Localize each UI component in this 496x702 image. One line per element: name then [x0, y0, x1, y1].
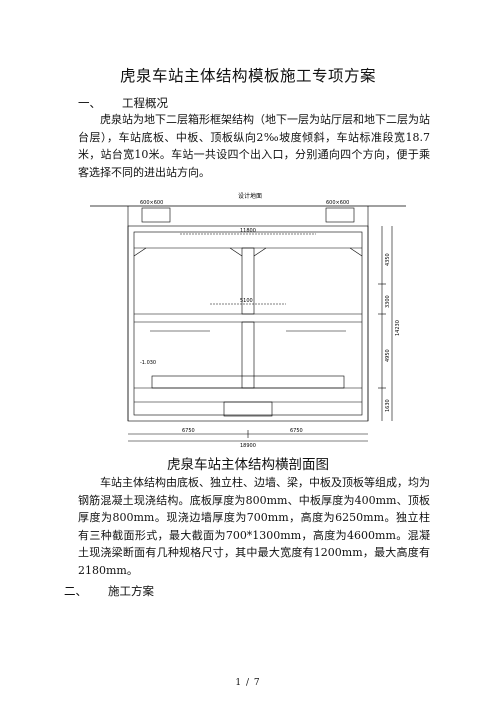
structure-paragraph-text: 车站主体结构由底板、独立柱、边墙、梁，中板及顶板等组成，均为钢筋混凝土现浇结构。…	[78, 476, 430, 577]
section-1-paragraph-text: 虎泉站为地下二层箱形框架结构（地下一层为站厅层和地下二层为站台层），车站底板、中…	[78, 113, 430, 179]
dim-slab-mid: 5100	[240, 298, 253, 304]
document-title: 虎泉车站主体结构模板施工专项方案	[119, 67, 376, 85]
dim-right-4: 1630	[385, 399, 391, 412]
dim-top-right: 600×600	[326, 200, 349, 206]
section-2-title: 施工方案	[108, 584, 154, 598]
section-1-number: 一、	[78, 96, 101, 110]
section-1-paragraph: 虎泉站为地下二层箱形框架结构（地下一层为站厅层和地下二层为站台层），车站底板、中…	[78, 111, 430, 181]
dim-right-1: 4350	[385, 253, 391, 266]
section-1-title: 工程概况	[122, 96, 168, 110]
dim-bottom-right: 6750	[290, 428, 303, 434]
dim-right-3: 4950	[385, 349, 391, 362]
section-1-heading: 一、 工程概况	[78, 95, 168, 111]
dim-left-elevation: -1.030	[140, 360, 156, 366]
dim-right-height: 14230	[395, 320, 401, 336]
section-2-number: 二、	[64, 584, 87, 598]
ground-label: 设计地面	[238, 192, 262, 200]
dim-top-left: 600×600	[140, 200, 163, 206]
figure-caption: 虎泉车站主体结构横剖面图	[167, 457, 329, 473]
dim-right-2: 3300	[385, 295, 391, 308]
section-2-heading: 二、 施工方案	[64, 583, 154, 599]
page-number: 1 / 7	[235, 678, 261, 688]
dim-total-width: 18900	[240, 443, 256, 448]
structure-paragraph: 车站主体结构由底板、独立柱、边墙、梁，中板及顶板等组成，均为钢筋混凝土现浇结构。…	[78, 474, 430, 580]
station-cross-section-figure: 设计地面 600×600 600×600 11800 5100 6750 675…	[90, 192, 406, 448]
dim-bottom-left: 6750	[182, 428, 195, 434]
dim-slab-top: 11800	[240, 228, 256, 234]
